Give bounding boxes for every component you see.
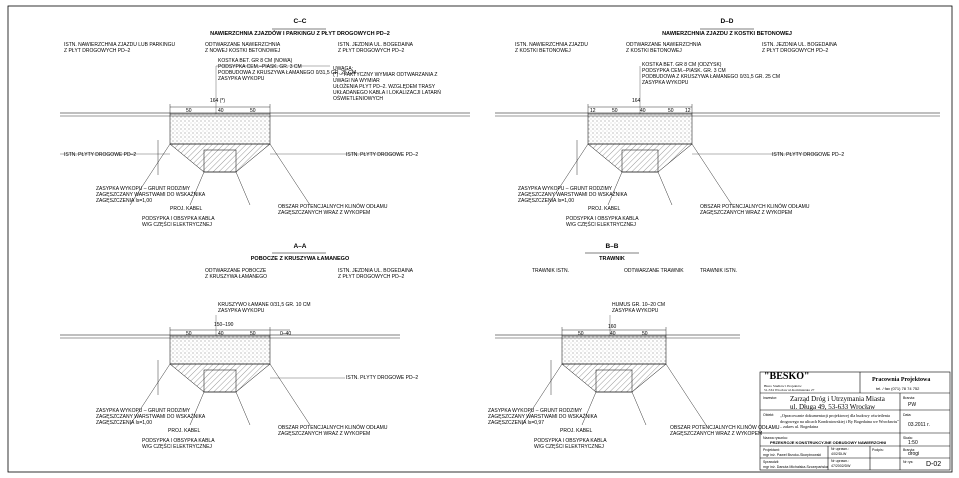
branch2: drogi [908, 451, 920, 457]
scale: 1:50 [908, 440, 918, 446]
company-sub: Biuro Studiów i Projektów 51-534 Wrocław… [764, 384, 815, 392]
aa-dim-1: 50 [186, 331, 192, 337]
dd-label-left: ISTN. NAWIERZCHNIA ZJAZDU Z KOSTKI BETON… [515, 42, 588, 54]
bb-kabel: PROJ. KABEL [560, 428, 593, 434]
bb-dim-3: 50 [642, 331, 648, 337]
drawing-name: PRZEKROJE KONSTRUKCYJNE ODBUDOWY NAWIERZ… [770, 440, 887, 445]
cc-layers: KOSTKA BET. GR 8 CM (NOWA) PODSYPKA CEM.… [218, 58, 356, 82]
branch: PW [908, 402, 917, 408]
designer: mgr inż. Paweł Brzoko-Skorpinowski [763, 453, 822, 457]
cc-dim-2: 40 [218, 108, 224, 114]
drawing-label: Nazwa rysunku: [763, 436, 788, 440]
dd-plate-right: ISTN. PŁYTY DROGOWE PD–2 [772, 152, 845, 158]
title-block-frame [759, 371, 951, 471]
bb-dim-1: 50 [578, 331, 584, 337]
cc-label-mid: ODTWARZANE NAWIERZCHNIA Z NOWEJ KOSTKI B… [205, 42, 281, 54]
sheet-border [7, 5, 953, 473]
aa-obszar: OBSZAR POTENCJALNYCH KLINÓW ODŁAMU ZAGĘS… [278, 425, 388, 437]
designer-license: Nr uprawn.: 4/02/DLW [831, 447, 850, 456]
drawing-number: D-02 [926, 461, 942, 468]
bb-dim-2: 40 [610, 331, 616, 337]
dd-dim-1: 12 [590, 108, 596, 114]
checker-license: Nr uprawn.: 47/2002/DW [831, 459, 851, 468]
cc-width-label: 164 (*) [210, 98, 226, 104]
section-cc-drawing [60, 28, 470, 206]
designer-label: Projektant: [763, 448, 780, 452]
section-aa-title: A–A [293, 243, 307, 250]
aa-width-label: 150–190 [214, 322, 234, 328]
object: „Opracowanie dokumentacji projektowej dl… [780, 413, 899, 429]
bb-width-label: 160 [608, 324, 617, 330]
dd-dim-4: 50 [668, 108, 674, 114]
number-label: Nr rys: [903, 460, 914, 464]
aa-dim-3: 50 [250, 331, 256, 337]
investor-label: Inwestor: [763, 396, 778, 400]
dd-kabel: PROJ. KABEL [588, 206, 621, 212]
section-aa-subtitle: POBOCZE Z KRUSZYWA ŁAMANEGO [250, 256, 350, 262]
section-dd-title: D–D [720, 18, 734, 25]
section-bb-drawing [495, 252, 740, 426]
cc-label-right: ISTN. JEZDNIA UL. BOGEDAINA Z PŁYT DROGO… [338, 42, 414, 54]
cc-kabel: PROJ. KABEL [170, 206, 203, 212]
section-aa-drawing [60, 252, 400, 426]
dd-label-right: ISTN. JEZDNIA UL. BOGEDAINA Z PŁYT DROGO… [762, 42, 838, 54]
scale-label: Skala: [903, 436, 913, 440]
stage-sub: tel. / fax (071) 78 74 752 [876, 386, 920, 391]
dd-dim-3: 40 [640, 108, 646, 114]
section-dd-drawing [495, 28, 940, 206]
dd-width-label: 164 [632, 98, 641, 104]
date: 03.2011 r. [908, 422, 930, 428]
cc-plate-right: ISTN. PŁYTY DROGOWE PD–2 [346, 152, 419, 158]
branch2-label: Branża: [903, 448, 916, 452]
dd-podsypka: PODSYPKA I OBSYPKA KABLA W/G CZĘŚCI ELEK… [566, 216, 639, 228]
aa-podsypka: PODSYPKA I OBSYPKA KABLA W/G CZĘŚCI ELEK… [142, 438, 215, 450]
aa-label-mid: ODTWARZANE POBOCZE Z KRUSZYWA ŁAMANEGO [205, 268, 268, 280]
bb-label-right: TRAWNIK ISTN. [700, 268, 738, 274]
cc-podsypka: PODSYPKA I OBSYPKA KABLA W/G CZĘŚCI ELEK… [142, 216, 215, 228]
checker: mgr inż. Danuta Michalska-Szczepańska [763, 465, 828, 469]
cc-uwaga: UWAGA: (*) – FAKTYCZNY WYMIAR ODTWARZANI… [333, 66, 441, 102]
cc-dim-1: 50 [186, 108, 192, 114]
aa-bottom-left: ZASYPKA WYKOPU – GRUNT RODZIMY ZAGĘSZCZA… [96, 408, 206, 426]
company-logo: "BESKO" [764, 371, 810, 382]
date-label: Data: [903, 413, 912, 417]
section-bb-title: B–B [605, 243, 619, 250]
bb-bottom-left: ZASYPKA WYKOPU – GRUNT RODZIMY ZAGĘSZCZA… [488, 408, 598, 426]
cc-plate-left: ISTN. PŁYTY DROGOWE PD–2 [64, 152, 137, 158]
dd-obszar: OBSZAR POTENCJALNYCH KLINÓW ODŁAMU ZAGĘS… [700, 204, 810, 216]
aa-layers: KRUSZYWO ŁAMANE 0/31,5 GR. 10 CM ZASYPKA… [218, 302, 311, 314]
cc-obszar: OBSZAR POTENCJALNYCH KLINÓW ODŁAMU ZAGĘS… [278, 204, 388, 216]
investor: Zarząd Dróg i Utrzymania Miasta ul. Dług… [790, 395, 885, 411]
cc-dim-3: 50 [250, 108, 256, 114]
aa-dim-4: 0–40 [280, 331, 292, 337]
cc-label-left: ISTN. NAWIERZCHNIA ZJAZDU LUB PARKINGU Z… [64, 42, 176, 54]
aa-label-right: ISTN. JEZDNIA UL. BOGEDAINA Z PŁYT DROGO… [338, 268, 414, 280]
section-bb-subtitle: TRAWNIK [599, 256, 625, 262]
section-dd-subtitle: NAWIERZCHNIA ZJAZDU Z KOSTKI BETONOWEJ [662, 31, 792, 37]
section-cc-subtitle: NAWIERZCHNIA ZJAZDÓW I PARKINGU Z PŁYT D… [210, 31, 390, 37]
section-cc-title: C–C [293, 18, 307, 25]
aa-plate-right: ISTN. PŁYTY DROGOWE PD–2 [346, 375, 419, 381]
sign-label: Podpis: [872, 448, 884, 452]
cc-bottom-left: ZASYPKA WYKOPU – GRUNT RODZIMY ZAGĘSZCZA… [96, 186, 206, 204]
dd-layers: KOSTKA BET. GR 8 CM (ODZYSK) PODSYPKA CE… [642, 62, 780, 86]
branch-label: Branża: [903, 396, 916, 400]
aa-kabel: PROJ. KABEL [168, 428, 201, 434]
dd-dim-5: 12 [685, 108, 691, 114]
dd-bottom-left: ZASYPKA WYKOPU – GRUNT RODZIMY ZAGĘSZCZA… [518, 186, 628, 204]
bb-obszar: OBSZAR POTENCJALNYCH KLINÓW ODŁAMU ZAGĘS… [670, 425, 780, 437]
stage-label: Pracownia Projektowa [872, 377, 931, 383]
dd-dim-2: 50 [612, 108, 618, 114]
bb-podsypka: PODSYPKA I OBSYPKA KABLA W/G CZĘŚCI ELEK… [534, 438, 607, 450]
bb-label-left: TRAWNIK ISTN. [532, 268, 570, 274]
bb-layers: HUMUS GR. 10–20 CM ZASYPKA WYKOPU [612, 302, 666, 314]
aa-dim-2: 40 [218, 331, 224, 337]
object-label: Obiekt: [763, 413, 775, 417]
checker-label: Sprawdził: [763, 460, 780, 464]
dd-label-mid: ODTWARZANE NAWIERZCHNIA Z KOSTKI BETONOW… [626, 42, 702, 54]
bb-label-mid: ODTWARZANE TRAWNIK [624, 268, 684, 274]
